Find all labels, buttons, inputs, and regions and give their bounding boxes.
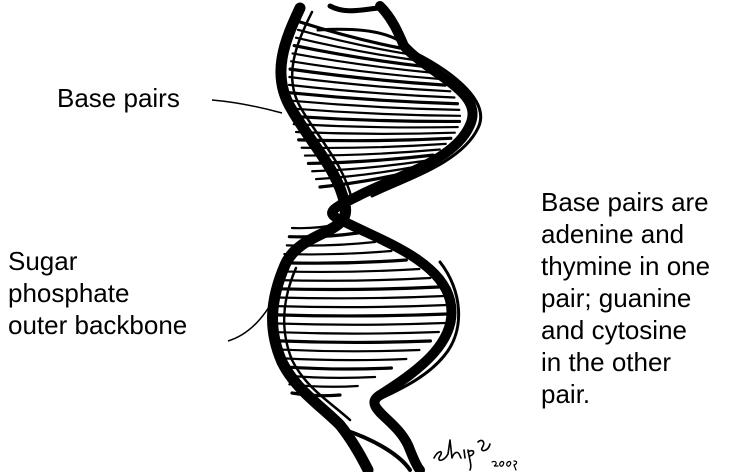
base-pair-rung	[277, 287, 439, 290]
base-pair-rung	[282, 260, 406, 263]
backbone-label-line: phosphate	[8, 277, 187, 309]
base-pair-rung	[282, 358, 406, 360]
backbone-top-fray-1	[330, 6, 378, 11]
base-pair-rung	[279, 341, 431, 343]
explanation-line: thymine in one	[541, 250, 710, 282]
base-pair-rung	[287, 376, 375, 378]
backbone-strands	[273, 6, 481, 470]
base-pair-rung	[276, 314, 448, 316]
backbone-label-line: outer backbone	[8, 309, 187, 341]
base-pairs-explanation: Base pairs are adenine and thymine in on…	[541, 186, 710, 410]
backbone-label: Sugar phosphate outer backbone	[8, 245, 187, 341]
explanation-line: pair.	[541, 378, 710, 410]
artist-signature	[430, 428, 520, 472]
base-pair-rung	[296, 132, 455, 134]
explanation-line: Base pairs are	[541, 186, 710, 218]
base-pair-rung	[276, 323, 444, 325]
base-pair-rung	[277, 332, 439, 334]
base-pair-rung	[276, 305, 448, 307]
explanation-line: adenine and	[541, 218, 710, 250]
base-pair-rung	[302, 144, 446, 148]
backbone-label-line: Sugar	[8, 245, 187, 277]
base-pairs-label: Base pairs	[57, 82, 180, 114]
base-pair-rung	[294, 124, 458, 127]
base-pair-rung	[292, 116, 460, 121]
base-pairs-pointer-line	[212, 100, 282, 113]
explanation-line: in the other	[541, 346, 710, 378]
base-pair-rung	[279, 278, 431, 281]
base-pair-rung	[284, 367, 391, 369]
base-pair-rung	[276, 296, 444, 298]
base-pair-rung	[280, 350, 419, 352]
explanation-line: pair; guanine	[541, 282, 710, 314]
explanation-line: and cytosine	[541, 314, 710, 346]
base-pair-rung	[280, 269, 419, 272]
